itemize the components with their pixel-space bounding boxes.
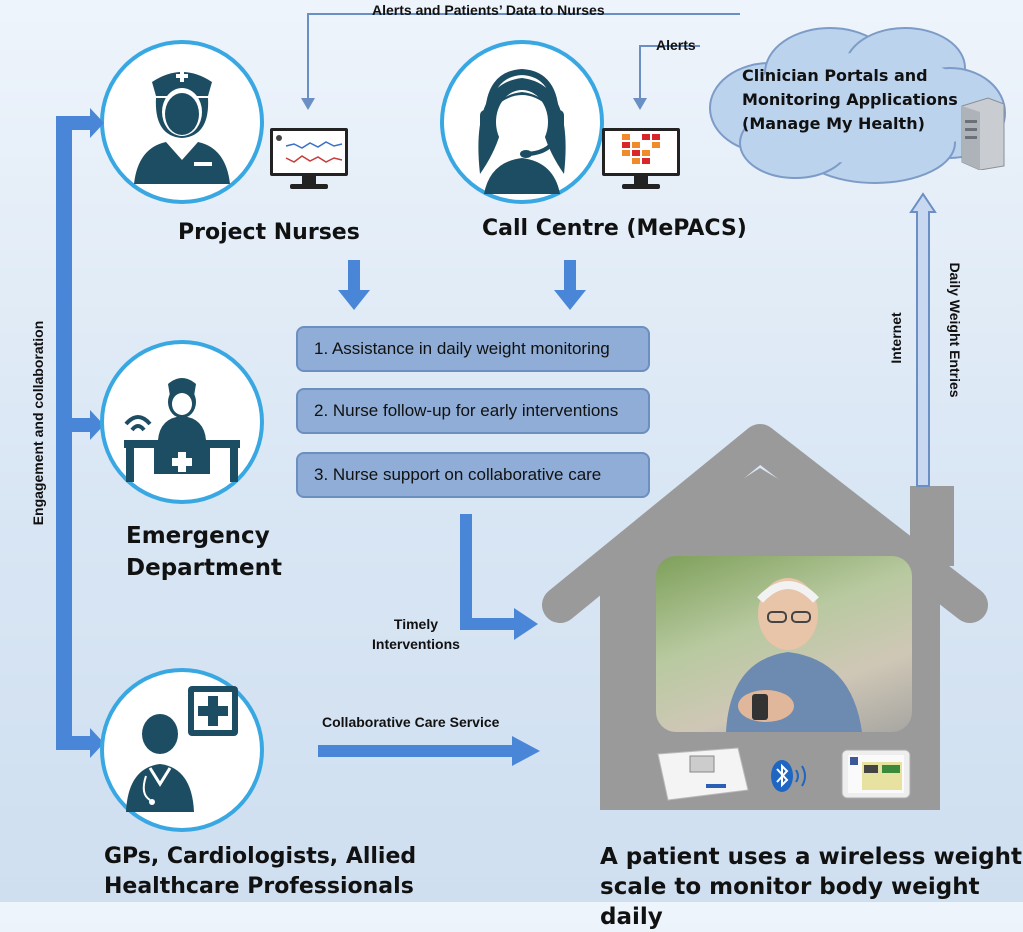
alerts-label: Alerts xyxy=(656,37,696,53)
patient-photo xyxy=(656,556,912,732)
gp-label-line-2: Healthcare Professionals xyxy=(104,874,414,899)
call-centre-label: Call Centre (MePACS) xyxy=(482,216,747,241)
gp-label-line-1: GPs, Cardiologists, Allied xyxy=(104,844,417,869)
down-arrows xyxy=(338,260,586,310)
engagement-bracket xyxy=(56,108,104,758)
tablet-app-icon xyxy=(841,749,911,799)
step-1: 1. Assistance in daily weight monitoring xyxy=(296,326,650,372)
emergency-icon-circle xyxy=(100,340,264,504)
emergency-label-line-2: Department xyxy=(126,555,282,581)
nurse-icon-circle xyxy=(100,40,264,204)
patient-label-line-2: scale to monitor body weight daily xyxy=(600,874,980,930)
collaborative-care-label: Collaborative Care Service xyxy=(322,714,500,730)
alerts-patients-data-label: Alerts and Patients’ Data to Nurses xyxy=(372,2,605,18)
nurse-monitor-icon xyxy=(270,128,348,189)
step-3: 3. Nurse support on collaborative care xyxy=(296,452,650,498)
nurse-icon xyxy=(134,70,230,184)
call-centre-icon-circle xyxy=(440,40,604,204)
doctor-icon xyxy=(126,686,238,812)
bluetooth-icon xyxy=(771,760,806,792)
engagement-label: Engagement and collaboration xyxy=(30,320,46,526)
reception-desk-icon xyxy=(124,378,240,482)
emergency-label-line-1: Emergency xyxy=(126,523,270,549)
gp-icon-circle xyxy=(100,668,264,832)
cloud-text: Clinician Portals and Monitoring Applica… xyxy=(742,64,958,136)
weight-scale-icon xyxy=(657,747,749,801)
headset-operator-icon xyxy=(478,68,566,194)
call-centre-monitor-icon xyxy=(602,128,680,189)
cloud-line-2: Monitoring Applications xyxy=(742,90,958,109)
patient-figure xyxy=(726,578,862,732)
gp-label: GPs, Cardiologists, Allied Healthcare Pr… xyxy=(104,842,416,902)
server-icon xyxy=(961,97,1005,170)
internet-up-arrow xyxy=(909,192,937,487)
patient-label: A patient uses a wireless weight scale t… xyxy=(600,842,1023,932)
timely-interventions-label: Timely Interventions xyxy=(372,614,460,654)
cloud-line-1: Clinician Portals and xyxy=(742,66,928,85)
timely-line-2: Interventions xyxy=(372,636,460,652)
cloud-line-3: (Manage My Health) xyxy=(742,114,925,133)
step-2: 2. Nurse follow-up for early interventio… xyxy=(296,388,650,434)
patient-label-line-1: A patient uses a wireless weight xyxy=(600,844,1023,870)
timely-interventions-arrow xyxy=(460,514,538,640)
timely-line-1: Timely xyxy=(393,616,438,632)
collaborative-care-arrow xyxy=(318,736,540,766)
daily-weight-entries-label: Daily Weight Entries xyxy=(947,262,963,398)
alerts-feedback-connector xyxy=(301,13,740,110)
project-nurses-label: Project Nurses xyxy=(178,220,360,245)
cloud-shape xyxy=(709,27,1006,184)
internet-label: Internet xyxy=(888,312,904,364)
emergency-label: Emergency Department xyxy=(126,520,282,584)
